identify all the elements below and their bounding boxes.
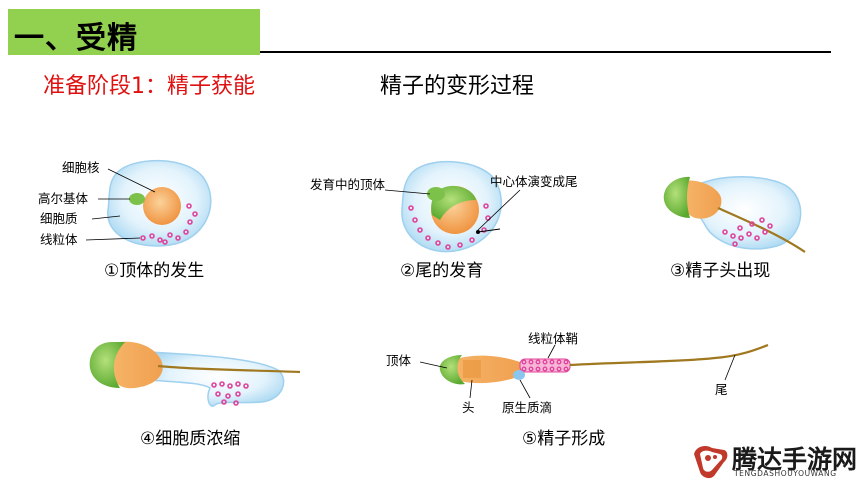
diagram-heading: 精子的变形过程 — [380, 74, 535, 99]
watermark-text: 腾达手游网 — [732, 445, 858, 474]
stage-4-cell — [89, 341, 301, 407]
page-title: 一、受精 — [14, 21, 138, 56]
label-acrosome: 顶体 — [386, 353, 412, 368]
watermark-logo: 腾达手游网 TENGDASHOUYOUWANG — [690, 440, 858, 480]
label-mitochondrial-sheath: 线粒体鞘 — [528, 331, 578, 346]
label-cytoplasmic-droplet: 原生质滴 — [502, 400, 552, 415]
watermark-subtext: TENGDASHOUYOUWANG — [734, 469, 837, 478]
label-nucleus: 细胞核 — [62, 160, 100, 175]
label-golgi: 高尔基体 — [38, 191, 89, 206]
stage-5-caption: ⑤精子形成 — [522, 429, 605, 449]
stage-4-caption: ④细胞质浓缩 — [140, 429, 240, 449]
controller-logo-icon — [694, 446, 728, 479]
stage-3-caption: ③精子头出现 — [670, 261, 770, 281]
title-divider — [260, 51, 831, 53]
label-mitochondria: 线粒体 — [40, 232, 78, 247]
stage-2-caption: ②尾的发育 — [400, 261, 483, 281]
title-banner — [8, 9, 260, 55]
label-tail: 尾 — [715, 382, 728, 397]
label-developing-acrosome: 发育中的顶体 — [310, 177, 386, 192]
stage-2-cell — [384, 160, 521, 253]
stage-3-cell — [663, 176, 806, 253]
stage-5-sperm — [419, 343, 769, 399]
nucleus-shape — [143, 187, 181, 225]
stage-1-caption: ①顶体的发生 — [104, 261, 204, 281]
label-centriole-tail: 中心体演变成尾 — [490, 174, 578, 189]
section-subtitle: 准备阶段1：精子获能 — [43, 74, 255, 99]
label-cytoplasm: 细胞质 — [40, 211, 78, 226]
golgi-shape — [129, 193, 145, 205]
stage-1-cell — [85, 159, 212, 247]
label-head: 头 — [462, 400, 475, 415]
cytoplasmic-droplet-shape — [513, 370, 525, 380]
